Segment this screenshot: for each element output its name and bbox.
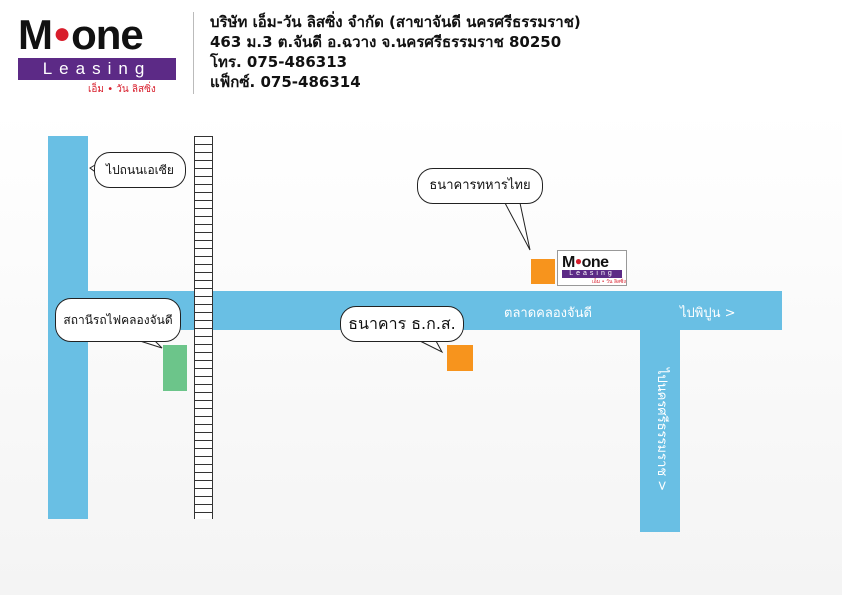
logo-thai-name: เอ็ม • วัน ลิสซิ่ง xyxy=(88,84,156,95)
logo-wordmark: M●one xyxy=(18,11,144,58)
mini-logo-wordmark: M●one xyxy=(562,252,609,272)
m-one-location-logo: M●one Leasing เอ็ม • วัน ลิสซิ่ง xyxy=(557,250,627,286)
tail-baac xyxy=(419,340,444,354)
company-info: บริษัท เอ็ม-วัน ลิสซิ่ง จำกัด (สาขาจันดี… xyxy=(210,12,581,92)
mini-logo-one: one xyxy=(581,254,609,271)
railway-track xyxy=(194,136,213,519)
train-station-marker xyxy=(163,345,187,391)
mini-logo-m: M xyxy=(562,254,575,271)
header-divider xyxy=(193,12,194,94)
logo-dot: ● xyxy=(53,17,71,50)
logo-m: M xyxy=(18,11,53,58)
logo-tagline: Leasing xyxy=(18,58,176,80)
header: M●one Leasing เอ็ม • วัน ลิสซิ่ง บริษัท … xyxy=(0,0,842,100)
tail-thai-bank xyxy=(504,202,531,251)
callout-train-station: สถานีรถไฟคลองจันดี xyxy=(55,298,181,342)
company-fax: แฟ็กซ์. 075-486314 xyxy=(210,73,361,91)
mini-logo-dot: ● xyxy=(574,254,582,268)
callout-baac-bank: ธนาคาร ธ.ก.ส. xyxy=(340,306,464,342)
company-name: บริษัท เอ็ม-วัน ลิสซิ่ง จำกัด (สาขาจันดี… xyxy=(210,13,581,31)
road-label-to-nakhon: ไปนครศรีธรรมราช > xyxy=(654,368,669,492)
mini-logo-thai-name: เอ็ม • วัน ลิสซิ่ง xyxy=(592,279,626,285)
m-one-leasing-logo[interactable]: M●one Leasing เอ็ม • วัน ลิสซิ่ง xyxy=(18,12,178,98)
mini-logo-tagline: Leasing xyxy=(562,270,622,278)
logo-one: one xyxy=(71,11,144,58)
tail-station xyxy=(139,340,163,349)
road-nakhon xyxy=(640,330,680,532)
road-label-market: ตลาดคลองจันดี xyxy=(504,306,592,321)
thai-military-bank-marker xyxy=(531,259,555,284)
company-phone[interactable]: โทร. 075-486313 xyxy=(210,53,348,71)
callout-thai-military-bank: ธนาคารทหารไทย xyxy=(417,168,543,204)
company-address: 463 ม.3 ต.จันดี อ.ฉวาง จ.นครศรีธรรมราช 8… xyxy=(210,33,562,51)
callout-asia-road: ไปถนนเอเซีย xyxy=(94,152,186,188)
baac-bank-marker xyxy=(447,345,473,371)
road-label-to-phipun: ไปพิปูน > xyxy=(680,306,736,321)
